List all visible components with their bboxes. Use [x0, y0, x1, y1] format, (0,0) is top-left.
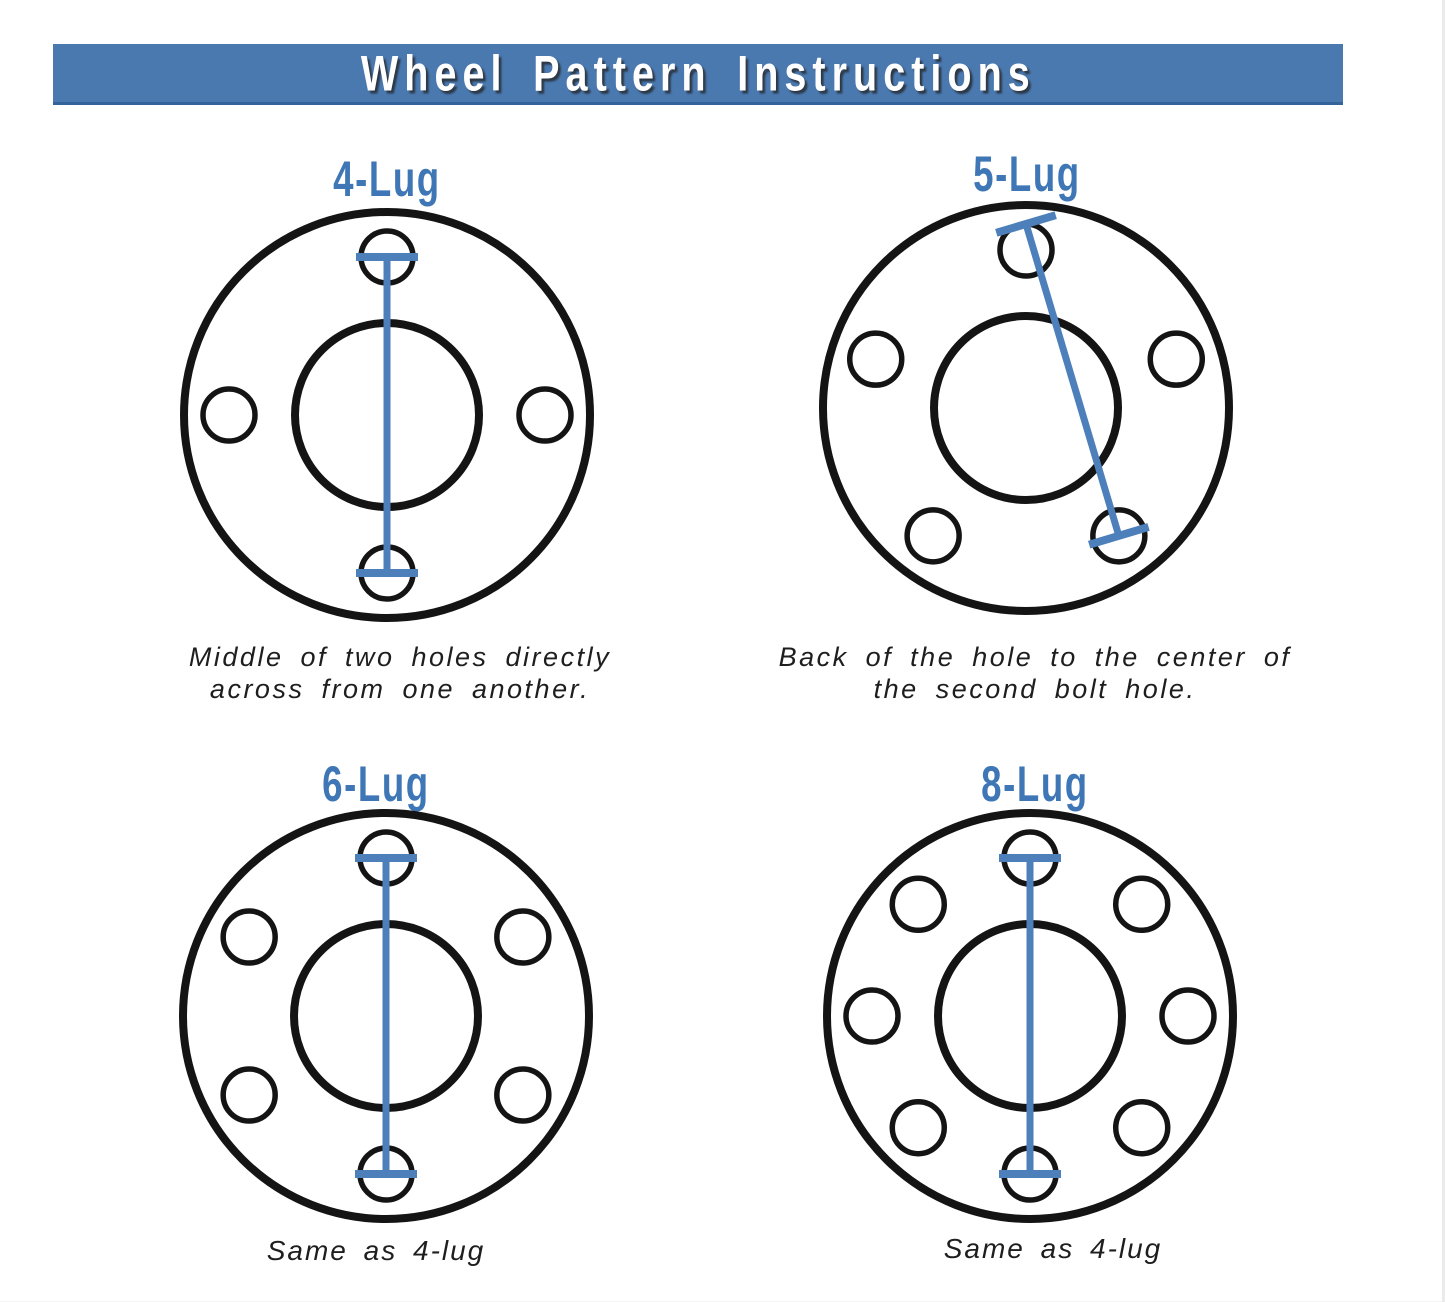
outer-rim-circle: [823, 809, 1237, 1223]
bolt-hole: [1159, 987, 1217, 1045]
outer-rim-circle: [179, 809, 593, 1223]
bolt-hole: [494, 908, 552, 966]
wheel-4-lug-diagram: [180, 208, 594, 622]
bolt-hole: [200, 386, 258, 444]
bolt-hole: [904, 507, 962, 565]
label-6-lug: 6-Lug: [322, 755, 430, 812]
bolt-hole: [889, 875, 948, 934]
bolt-hole: [516, 386, 574, 444]
label-5-lug: 5-Lug: [973, 145, 1081, 202]
measurement-line: [1022, 223, 1123, 537]
measurement-crossbar: [1088, 523, 1150, 549]
center-bore-circle: [930, 312, 1122, 504]
caption-5-lug: Back of the hole to the center of the se…: [778, 642, 1292, 705]
measurement-crossbar: [995, 211, 1057, 237]
wheel-8-lug-diagram: [823, 809, 1237, 1223]
outer-rim-circle: [180, 208, 594, 622]
wheel-4-lug: [177, 205, 597, 625]
caption-4-lug: Middle of two holes directly across from…: [188, 642, 612, 705]
wheel-6-lug-diagram: [179, 809, 593, 1223]
label-8-lug: 8-Lug: [981, 755, 1089, 812]
outer-rim-circle: [819, 201, 1233, 615]
bolt-hole: [494, 1066, 552, 1124]
bolt-hole: [1112, 1098, 1171, 1157]
bolt-hole: [220, 908, 278, 966]
wheel-6-lug: [176, 806, 596, 1226]
bolt-hole: [889, 1098, 948, 1157]
bolt-hole: [220, 1066, 278, 1124]
caption-6-lug: Same as 4-lug: [266, 1235, 486, 1266]
page-title: Wheel Pattern Instructions: [360, 44, 1036, 102]
wheel-8-lug: [820, 806, 1240, 1226]
bolt-hole: [1112, 875, 1171, 934]
bolt-hole: [846, 330, 905, 388]
wheel-5-lug-diagram: [819, 201, 1233, 615]
label-4-lug: 4-Lug: [333, 150, 441, 207]
bolt-hole: [843, 987, 901, 1045]
bolt-hole: [1147, 330, 1206, 388]
title-banner: Wheel Pattern Instructions: [53, 44, 1343, 105]
caption-8-lug: Same as 4-lug: [943, 1233, 1163, 1264]
wheel-5-lug: [816, 198, 1236, 618]
